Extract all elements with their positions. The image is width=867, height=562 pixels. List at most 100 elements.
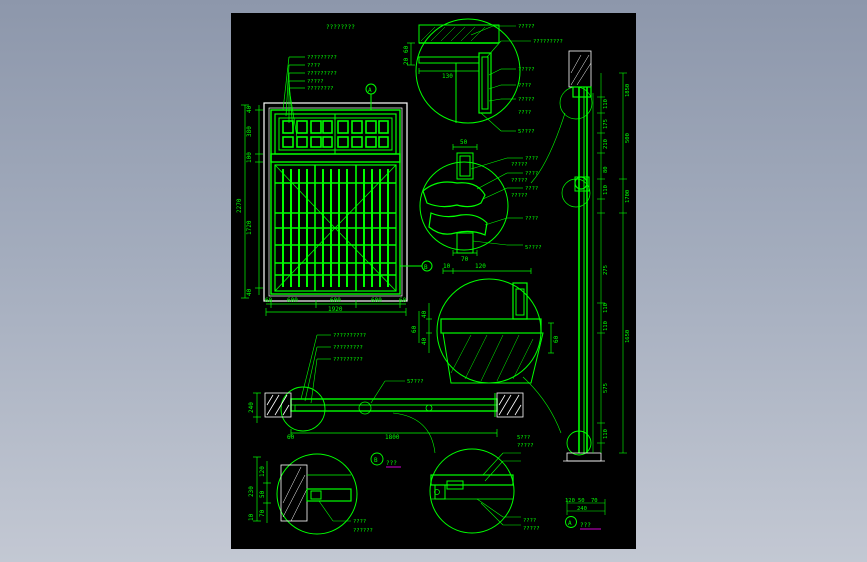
dim-label: 120 <box>259 466 266 477</box>
dim-label: 1920 <box>328 306 343 313</box>
callout: ????????? <box>333 357 363 363</box>
dim-label: 600 <box>371 297 382 304</box>
section-label-b: B <box>374 457 378 464</box>
callout: ???? <box>525 216 538 222</box>
callout: ????? <box>518 97 535 103</box>
dim-label: 1720 <box>246 220 253 235</box>
callout: 5???? <box>525 245 542 251</box>
connector-lines <box>392 112 566 454</box>
callout: ???? <box>518 110 531 116</box>
dim-label: 110 <box>603 99 609 109</box>
elevation-callout: ???? <box>307 63 320 69</box>
detail-c-dim-labels: 10 120 40 60 40 60 <box>411 263 560 345</box>
dim-label: 60 <box>553 335 560 343</box>
detail-d-leaders <box>476 452 521 526</box>
detail-b-dims <box>253 456 271 523</box>
elevation-leaders <box>282 56 305 138</box>
dim-label: 1700 <box>625 190 631 203</box>
callout: ?????????? <box>333 333 366 339</box>
door-elevation <box>263 83 433 302</box>
plan-wall-left <box>264 392 292 418</box>
detail-mid-callouts: ???? ????? ???? ????? ???? ????? ???? 5?… <box>511 156 542 251</box>
elevation-dims-vertical <box>241 104 263 299</box>
dim-label: 80 <box>603 166 609 173</box>
detail-circle-d <box>429 448 515 534</box>
dim-label: 110 <box>603 185 609 195</box>
section-label-b-text: ??? <box>386 460 397 467</box>
detail-circle-mid <box>419 152 509 254</box>
plan-wall-right <box>496 392 524 418</box>
dim-label: 100 <box>246 152 253 163</box>
detail-top-dims <box>407 42 480 74</box>
dim-label: 110 <box>603 303 609 313</box>
dim-label: 40 <box>421 337 428 345</box>
callout: ????????? <box>533 39 563 45</box>
dim-label: 1800 <box>385 434 400 441</box>
dim-label: 175 <box>603 119 609 129</box>
dim-label: 380 <box>246 126 253 137</box>
dim-label: 20 <box>403 57 410 65</box>
callout: ???? <box>525 186 538 192</box>
elevation-dims-horizontal <box>265 300 407 316</box>
callout: ???? <box>525 171 538 177</box>
section-dim-labels: 1850 500 1700 1650 110 175 210 80 110 27… <box>565 84 631 512</box>
detail-b-leaders <box>318 500 351 522</box>
dim-label: 575 <box>603 383 609 393</box>
dim-label: 275 <box>603 265 609 275</box>
dim-label: 230 <box>248 486 255 497</box>
elevation-callout: ????????? <box>307 71 337 77</box>
dim-label: 60 <box>287 434 295 441</box>
dim-label: 70 <box>259 509 266 517</box>
detail-c-dims <box>418 268 554 354</box>
dim-label: 120 <box>565 498 575 504</box>
dim-label: 110 <box>603 321 609 331</box>
plan-dim-labels: 240 1800 60 <box>248 402 400 441</box>
callout: ????? <box>517 443 534 449</box>
dim-label: 10 <box>248 513 255 521</box>
callout: ????? <box>511 162 528 168</box>
callout: ????? <box>511 178 528 184</box>
elevation-hdim-labels: 60 600 600 600 60 1920 <box>265 297 407 313</box>
vertical-section <box>559 50 605 462</box>
dim-label: 500 <box>625 133 631 143</box>
detail-mid-dims <box>452 144 478 256</box>
dim-label: 50 <box>460 139 468 146</box>
plan-dims <box>253 392 498 437</box>
dim-label: 240 <box>577 506 587 512</box>
dim-label: 600 <box>330 297 341 304</box>
section-dims <box>566 72 627 515</box>
detail-top-callouts: ????? ????????? ????? ???? ????? ???? 5?… <box>518 24 563 135</box>
callout: 5???? <box>518 129 535 135</box>
dim-label: 60 <box>265 297 273 304</box>
dim-label: 10 <box>443 263 451 270</box>
elevation-callouts: ????????? ???? ????????? ????? ???????? <box>307 55 337 92</box>
dim-label: 70 <box>461 256 469 263</box>
dim-label: 60 <box>403 45 410 53</box>
dim-label: 1650 <box>625 330 631 343</box>
detail-d-callouts: 5??? ????? ???? ????? <box>517 435 540 532</box>
section-label: A ??? <box>565 516 601 530</box>
section-tag-b: B <box>424 264 428 271</box>
section-tag-a: A <box>368 87 372 94</box>
callout: ???? <box>518 83 531 89</box>
dim-label: 60 <box>399 297 407 304</box>
callout: ?????? <box>353 528 373 534</box>
dim-label: 50 <box>578 498 585 504</box>
dim-label: 50 <box>259 490 266 498</box>
plan-view <box>280 386 498 432</box>
detail-mid-dim-labels: 50 70 <box>460 139 469 263</box>
dim-label: 40 <box>246 105 253 113</box>
dim-label: 130 <box>442 73 453 80</box>
elevation-callout: ????? <box>307 79 324 85</box>
detail-top-dim-labels: 60 20 130 <box>403 45 453 80</box>
callout: ????? <box>518 67 535 73</box>
callout: 57??? <box>407 379 424 385</box>
dim-label: 40 <box>246 288 253 296</box>
plan-callouts: ?????????? ????????? ????????? 57??? <box>333 333 424 385</box>
plan-leaders <box>300 334 405 404</box>
callout: ????? <box>511 193 528 199</box>
dim-label: 240 <box>248 402 255 413</box>
dim-label: 110 <box>603 429 609 439</box>
dim-label: 600 <box>287 297 298 304</box>
detail-circle-c <box>436 278 544 384</box>
